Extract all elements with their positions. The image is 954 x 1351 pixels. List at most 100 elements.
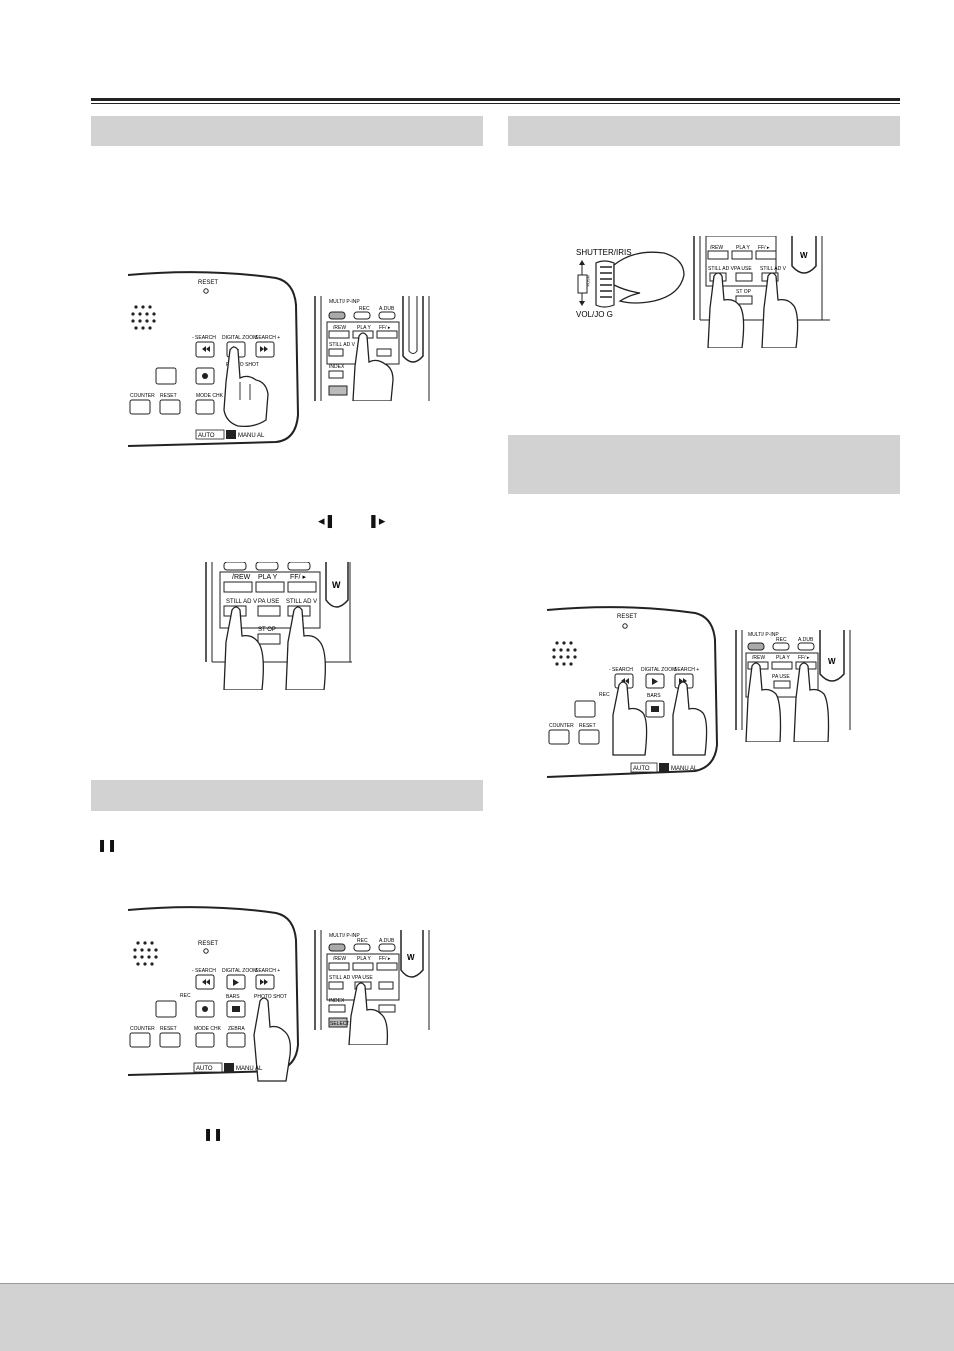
remote3-w-label: W [800, 251, 808, 260]
remote2-select-label: SELECT [330, 1021, 349, 1027]
remote-pause-button[interactable] [257, 605, 281, 617]
camera-panel-play-illustration: RESET - SEARCH DIGITAL ZOOM SEARCH + PHO… [127, 271, 300, 447]
remote3-rew-label: /REW [710, 245, 723, 251]
jog-push-label: PUSH [586, 275, 591, 286]
cam-reset-small-label: RESET [160, 393, 177, 399]
cam-counter-label: COUNTER [130, 393, 155, 399]
remote2-index-label: INDEX [329, 998, 345, 1004]
remote4-w-label: W [828, 657, 836, 666]
cam-digital-zoom-label: DIGITAL ZOOM [222, 335, 257, 341]
cam-search-minus-label: - SEARCH [192, 335, 216, 341]
remote-play-label: PLA Y [357, 325, 371, 331]
still-adv-forward-icon: ❚▸ [368, 514, 386, 529]
cam2-reset-small-label: RESET [160, 1026, 177, 1032]
cam3-reset-label: RESET [617, 614, 637, 620]
section-bar-left-2 [91, 780, 483, 811]
cam2-manual-label: MANU AL [236, 1066, 263, 1072]
remote-still-adv-label: STILL AD V [329, 342, 356, 348]
still-adv-reverse-icon: ◂❚ [318, 514, 336, 529]
cam-reset-label: RESET [198, 280, 218, 286]
cam-search-plus-label: SEARCH + [255, 335, 280, 341]
remote4-pause-label: PA USE [772, 674, 790, 680]
remote4-adub-label: A.DUB [798, 637, 814, 643]
camera-panel-search-illustration: RESET - SEARCH DIGITAL ZOOM SEARCH + REC… [546, 606, 719, 778]
remote2-pause-label: PA USE [355, 975, 373, 981]
cam-auto-label: AUTO [198, 433, 215, 439]
remote2-ff-label: FF/ ▸ [379, 956, 391, 962]
remote-adub-label: A.DUB [379, 306, 395, 312]
remote2-multi-label: MULTI/ P-INP [329, 933, 360, 939]
camera-panel-pause-illustration: RESET - SEARCH DIGITAL ZOOM SEARCH + REC… [127, 906, 300, 1082]
cam2-bars-label: BARS [226, 994, 240, 1000]
remote2-w-label: W [407, 953, 415, 962]
cam3-digital-zoom-label: DIGITAL ZOOM [641, 667, 676, 673]
jog-shutter-iris-label: SHUTTER/IRIS [576, 248, 632, 257]
remote2-rew-label: /REW [333, 956, 346, 962]
cam-photo-shot-label: PHOTO SHOT [226, 362, 259, 368]
remote-jog-illustration: /REW PLA Y FF/ ▸ STILL AD V PA USE STILL… [693, 236, 830, 348]
cam2-counter-label: COUNTER [130, 1026, 155, 1032]
remote-rec-label: REC [359, 306, 370, 312]
cam2-photo-shot-label: PHOTO SHOT [254, 994, 287, 1000]
cam2-mode-chk-label: MODE CHK [194, 1026, 222, 1032]
jog-dial-illustration: SHUTTER/IRIS PUSH VOL/JO G [576, 248, 685, 319]
cam3-rec-label: REC [599, 692, 610, 698]
cam-manual-label: MANU AL [238, 433, 265, 439]
cam3-auto-label: AUTO [633, 766, 650, 772]
header-rule-thick [91, 98, 900, 101]
remote4-ff-label: FF/ ▸ [798, 655, 810, 661]
remote-index-label: INDEX [329, 364, 345, 370]
remote2-rec-label: REC [357, 938, 368, 944]
remote-play-label-2: PLA Y [258, 574, 278, 581]
remote-still-adv-illustration: /REW PLA Y FF/ ▸ STILL AD V PA USE STILL… [205, 562, 352, 690]
remote-search-illustration: MULTI/ P-INP REC A.DUB /REW PLA Y FF/ ▸ … [735, 630, 851, 742]
remote-w-label: W [332, 580, 341, 590]
cam2-zebra-label: ZEBRA [228, 1026, 245, 1032]
remote-pause-illustration: MULTI/ P-INP REC A.DUB /REW PLA Y FF/ ▸ … [314, 930, 430, 1045]
remote2-still-adv-label: STILL AD V [329, 975, 356, 981]
cam2-digital-zoom-label: DIGITAL ZOOM [222, 968, 257, 974]
remote2-adub-label: A.DUB [379, 938, 395, 944]
remote-still-adv-left-label: STILL AD V [226, 599, 257, 605]
section-bar-right-2 [508, 435, 900, 494]
remote4-rew-label: /REW [752, 655, 765, 661]
cam2-search-minus-label: - SEARCH [192, 968, 216, 974]
remote-multi-label: MULTI/ P-INP [329, 299, 360, 305]
remote-rew-label: /REW [333, 325, 346, 331]
cam2-search-plus-label: SEARCH + [255, 968, 280, 974]
remote-stop-label: ST OP [258, 627, 276, 633]
cam3-search-minus-label: - SEARCH [609, 667, 633, 673]
cam3-manual-label: MANU AL [671, 766, 698, 772]
cam-mode-chk-label: MODE CHK [196, 393, 224, 399]
remote-rew-button[interactable] [223, 581, 253, 593]
cam3-search-plus-label: SEARCH + [674, 667, 699, 673]
cam3-reset-small-label: RESET [579, 723, 596, 729]
remote3-still-adv-left-label: STILL AD V [708, 266, 735, 272]
header-rule-thin [91, 103, 900, 104]
remote4-multi-label: MULTI/ P-INP [748, 632, 779, 638]
section-bar-left-1 [91, 116, 483, 146]
remote-still-adv-right-label: STILL AD V [286, 599, 317, 605]
pause-icon-2: ❚❚ [203, 1127, 224, 1141]
remote-play-illustration: MULTI/ P-INP REC A.DUB /REW PLA Y FF/ ▸ … [314, 296, 430, 401]
remote3-ff-label: FF/ ▸ [758, 245, 770, 251]
remote-ff-label-2: FF/ ▸ [290, 574, 306, 581]
page-footer [0, 1283, 954, 1351]
remote-pause-label: PA USE [258, 599, 279, 605]
section-bar-right-1 [508, 116, 900, 146]
pause-icon: ❚❚ [97, 838, 118, 852]
remote-ff-button[interactable] [287, 581, 317, 593]
remote-rew-label-2: /REW [232, 574, 251, 581]
remote3-still-adv-right-label: STILL AD V [760, 266, 787, 272]
cam3-bars-label: BARS [647, 693, 661, 699]
cam2-auto-label: AUTO [196, 1066, 213, 1072]
remote3-play-label: PLA Y [736, 245, 750, 251]
remote-play-button[interactable] [255, 581, 285, 593]
cam2-reset-label: RESET [198, 941, 218, 947]
remote3-pause-label: PA USE [734, 266, 752, 272]
cam3-counter-label: COUNTER [549, 723, 574, 729]
remote2-play-label: PLA Y [357, 956, 371, 962]
jog-vol-jog-label: VOL/JO G [576, 310, 613, 319]
remote4-rec-label: REC [776, 637, 787, 643]
cam2-rec-label: REC [180, 993, 191, 999]
